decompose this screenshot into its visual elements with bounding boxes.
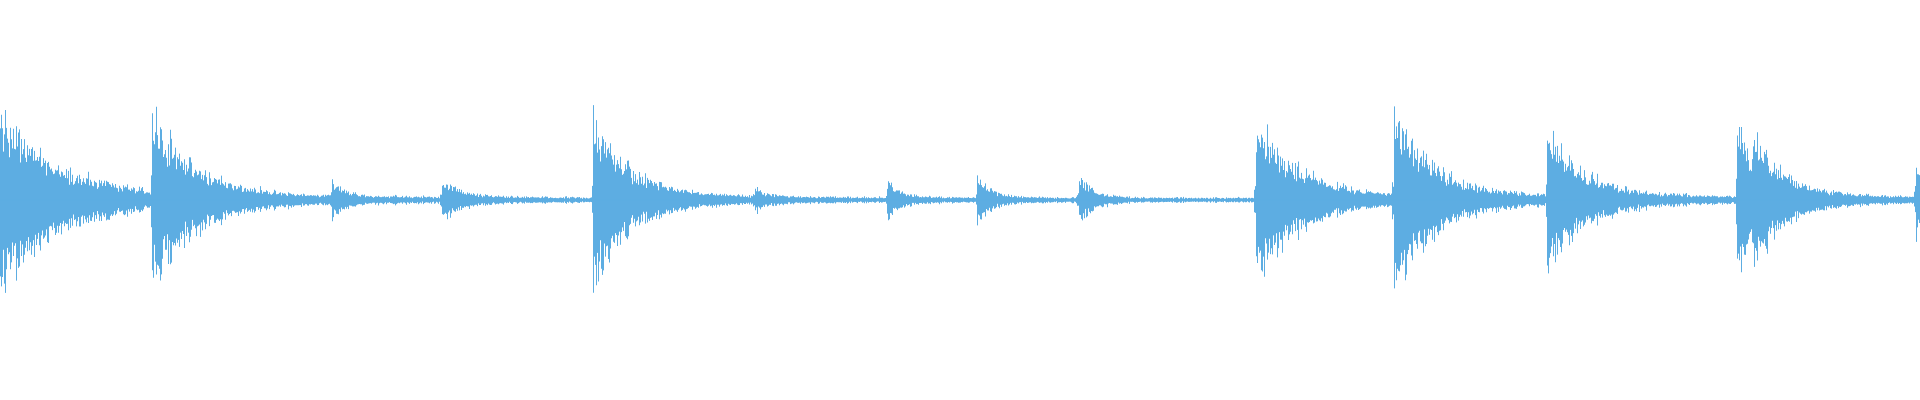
- waveform-trace: [0, 105, 1920, 293]
